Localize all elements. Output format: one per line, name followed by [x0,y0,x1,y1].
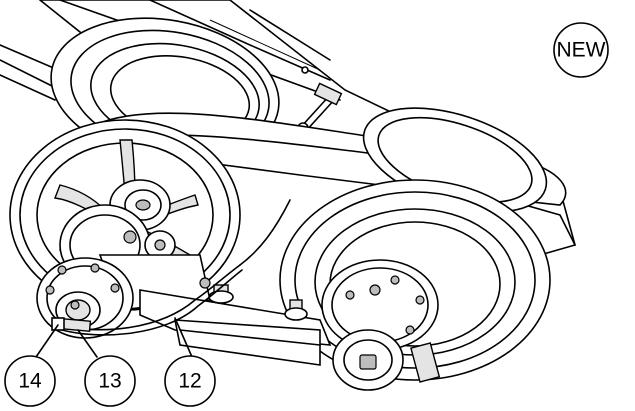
leader-lines [35,317,193,358]
driven-pulley [279,179,551,391]
cable-hose [51,199,291,336]
new-badge: NEW [553,22,609,78]
arm-bolt [284,299,308,321]
svg-text:12: 12 [178,370,201,393]
svg-text:14: 14 [18,370,42,393]
callout-12: 12 [164,355,216,407]
callout-13: 13 [84,355,136,407]
callout-14: 14 [4,355,56,407]
svg-text:NEW: NEW [557,39,606,62]
mounting-arm [139,277,332,366]
svg-text:13: 13 [98,370,121,393]
